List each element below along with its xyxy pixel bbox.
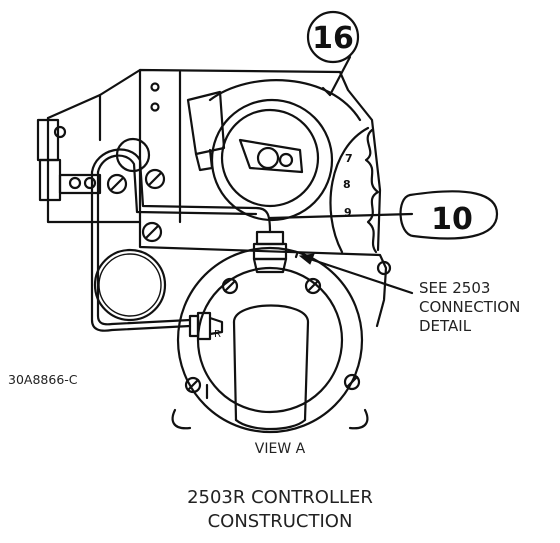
left-mount <box>36 118 166 202</box>
callout-10-number: 10 <box>431 202 473 237</box>
tubing <box>90 137 272 332</box>
r-fitting: R <box>188 311 224 341</box>
caption-line-2: CONSTRUCTION <box>207 511 353 532</box>
view-label: VIEW A <box>254 441 306 457</box>
part-number: 30A8866-C <box>8 372 78 387</box>
caption-line-1: 2503R CONTROLLER <box>187 487 373 508</box>
dial-number-7: 7 <box>345 152 353 165</box>
dial-scale: 7 8 9 <box>329 126 380 254</box>
callout-16-number: 16 <box>312 21 354 56</box>
lower-body <box>232 304 310 430</box>
flange-plate <box>138 220 392 328</box>
callout-10: 10 <box>268 190 499 240</box>
gauge <box>186 79 362 222</box>
see-detail-line-1: SEE 2503 <box>419 279 491 297</box>
tube-coil <box>93 248 167 322</box>
figure-caption: 2503R CONTROLLER CONSTRUCTION <box>0 486 560 534</box>
callout-16: 16 <box>306 10 360 97</box>
upper-bracket <box>46 68 382 252</box>
dial-number-9: 9 <box>344 206 352 219</box>
see-detail-line-3: DETAIL <box>419 317 472 335</box>
connector-fitting <box>252 230 299 274</box>
dial-number-8: 8 <box>343 178 351 191</box>
fitting-mark-r: R <box>214 329 221 340</box>
see-detail-line-2: CONNECTION <box>419 298 521 316</box>
see-detail-callout: SEE 2503 CONNECTION DETAIL <box>419 279 520 336</box>
